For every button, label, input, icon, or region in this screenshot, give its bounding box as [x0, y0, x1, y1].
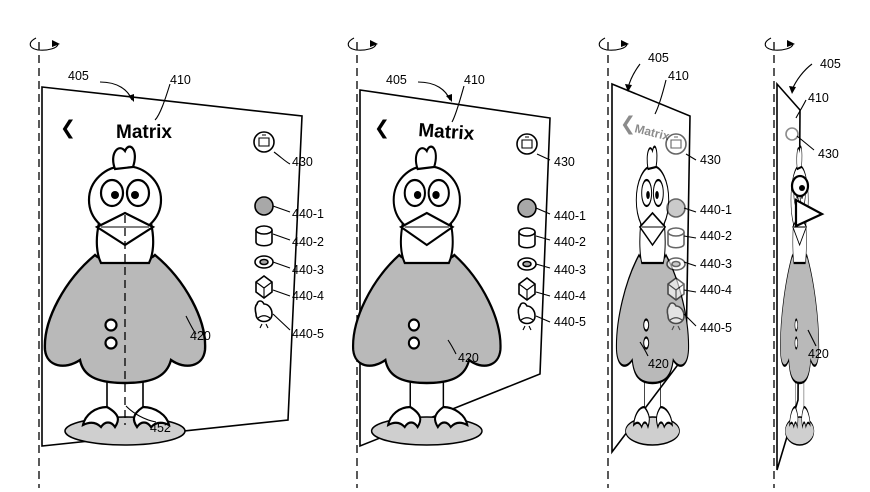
ref-420: 420: [458, 351, 479, 365]
ref-430: 430: [700, 153, 721, 167]
panel-2: ❮ Matrix 405 410 430 440-1 440-2 440-3 4…: [347, 37, 586, 488]
ref-440-2: 440-2: [554, 235, 586, 249]
ref-410: 410: [170, 73, 191, 87]
ref-405: 405: [820, 57, 841, 71]
ref-440-1: 440-1: [292, 207, 324, 221]
ref-440-2: 440-2: [700, 229, 732, 243]
ref-440-3: 440-3: [554, 263, 586, 277]
ref-420: 420: [648, 357, 669, 371]
ref-440-5: 440-5: [700, 321, 732, 335]
panel-4: 405 410 430 420: [764, 37, 841, 488]
camera-lens-icon[interactable]: [785, 127, 799, 141]
app-title: Matrix: [116, 122, 172, 143]
panel-3: ❮ Matrix 405 410 430 440-1 440-2 440-3 4…: [598, 37, 732, 488]
ref-440-4: 440-4: [292, 289, 324, 303]
ref-410: 410: [464, 73, 485, 87]
ref-440-1: 440-1: [700, 203, 732, 217]
rotate-arrow-icon: [29, 37, 61, 51]
rotate-arrow-icon: [764, 37, 796, 51]
leader-410: [154, 83, 171, 121]
beak-profile: [794, 198, 825, 228]
app-title: Matrix: [418, 120, 476, 145]
ref-405: 405: [648, 51, 669, 65]
ref-430: 430: [818, 147, 839, 161]
ref-430: 430: [554, 155, 575, 169]
rotate-arrow-icon: [598, 37, 630, 51]
panel-1: ❮ Matrix 405 410 430 440-1 440-2 440-3 4…: [29, 37, 324, 488]
ref-430: 430: [292, 155, 313, 169]
ref-452: 452: [150, 421, 171, 435]
ref-420: 420: [808, 347, 829, 361]
rotate-arrow-icon: [347, 37, 379, 51]
ref-405: 405: [68, 69, 89, 83]
back-chevron-icon[interactable]: ❮: [374, 118, 390, 139]
ref-440-5: 440-5: [292, 327, 324, 341]
back-chevron-icon[interactable]: ❮: [60, 118, 76, 139]
ref-405: 405: [386, 73, 407, 87]
ref-440-3: 440-3: [700, 257, 732, 271]
ref-410: 410: [808, 91, 829, 105]
ref-440-4: 440-4: [700, 283, 732, 297]
ref-420: 420: [190, 329, 211, 343]
back-chevron-icon[interactable]: ❮: [620, 114, 636, 135]
ref-440-2: 440-2: [292, 235, 324, 249]
ref-410: 410: [668, 69, 689, 83]
ref-440-4: 440-4: [554, 289, 586, 303]
ref-440-5: 440-5: [554, 315, 586, 329]
ref-440-1: 440-1: [554, 209, 586, 223]
ref-440-3: 440-3: [292, 263, 324, 277]
